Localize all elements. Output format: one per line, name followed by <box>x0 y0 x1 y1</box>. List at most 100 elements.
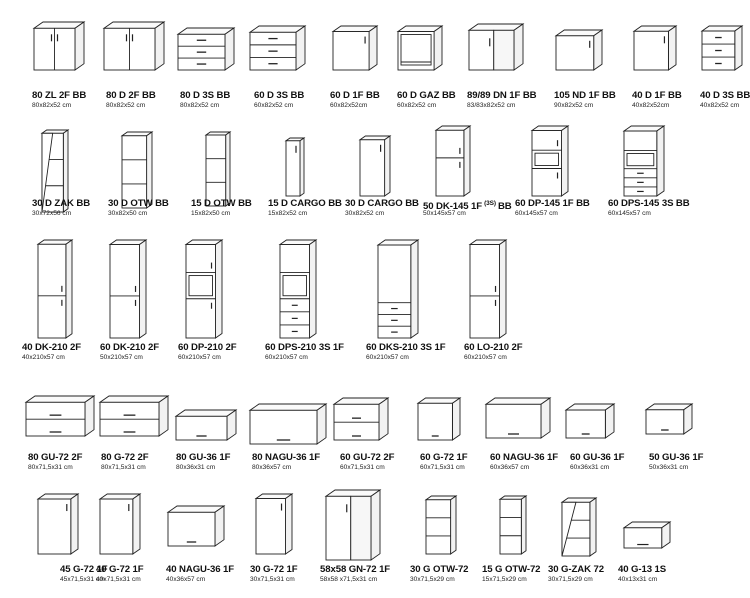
dimensions-label: 80x36x57 cm <box>252 464 292 471</box>
cabinet-drawing-15-g-otw-72 <box>498 495 528 555</box>
model-name: 60 DKS-210 3S 1F <box>366 342 446 353</box>
model-name: 40 G-72 1F <box>96 564 144 575</box>
cabinet-drawing-80-d-2f-bb <box>102 21 166 71</box>
dimensions-label: 30x82x50 cm <box>108 210 148 217</box>
model-label: 60 D GAZ BB <box>397 90 456 101</box>
model-name: 60 D 3S BB <box>254 90 305 101</box>
model-label: 40 G-13 1S <box>618 564 666 575</box>
dimensions-label: 60x210x57 cm <box>178 354 221 361</box>
cabinet-drawing-60-dps-145-3s-bb <box>622 125 666 197</box>
model-label: 30 D ZAK BB <box>32 198 90 209</box>
model-label: 80 GU-36 1F <box>176 452 230 463</box>
model-label: 60 DPS-210 3S 1F <box>265 342 344 353</box>
dimensions-label: 58x58 x71,5x31 cm <box>320 576 378 583</box>
dimensions-label: 80x36x31 cm <box>176 464 216 471</box>
cabinet-drawing-40-g-13-1s <box>622 521 672 549</box>
dimensions-label: 60x82x52 cm <box>254 102 294 109</box>
cabinet-drawing-40-d-3s-bb <box>700 25 744 71</box>
dimensions-label: 60x145x57 cm <box>515 210 558 217</box>
model-label: 40 G-72 1F <box>96 564 144 575</box>
cabinet-drawing-105-nd-1f-bb <box>554 29 604 71</box>
dimensions-label: 60x145x57 cm <box>608 210 651 217</box>
model-name: 60 LO-210 2F <box>464 342 523 353</box>
model-name: 30 G-ZAK 72 <box>548 564 604 575</box>
model-label: 60 LO-210 2F <box>464 342 523 353</box>
dimensions-label: 30x71,5x31 cm <box>250 576 295 583</box>
cabinet-drawing-60-nagu-36-1f <box>484 397 552 439</box>
cabinet-drawing-30-g-otw-72 <box>424 495 458 555</box>
cabinet-drawing-50-dk-145-1f <box>434 125 472 197</box>
model-name: 15 D OTW BB <box>191 198 252 209</box>
model-name: 30 D ZAK BB <box>32 198 91 209</box>
dimensions-label: 60x210x57 cm <box>265 354 308 361</box>
model-name: 89/89 DN 1F BB <box>467 90 537 101</box>
cabinet-drawing-89-89-dn-1f-bb <box>467 23 525 71</box>
model-label: 50 DK-145 1F(3S)BB <box>423 198 512 212</box>
model-name: 30 D OTW BB <box>108 198 169 209</box>
cabinet-drawing-58x58-gn-72-1f <box>324 489 382 561</box>
model-label: 15 D OTW BB <box>191 198 252 209</box>
dimensions-label: 80x82x52 cm <box>32 102 72 109</box>
dimensions-label: 60x82x52 cm <box>397 102 437 109</box>
model-label: 60 GU-72 2F <box>340 452 394 463</box>
cabinet-drawing-40-dk-210-2f <box>36 239 74 339</box>
dimensions-label: 60x71,5x31 cm <box>420 464 465 471</box>
model-name: 80 GU-72 2F <box>28 452 83 463</box>
model-name: 80 G-72 2F <box>101 452 149 463</box>
model-label: 80 D 3S BB <box>180 90 230 101</box>
model-label: 30 G OTW-72 <box>410 564 469 575</box>
model-name: 30 D CARGO BB <box>345 198 419 209</box>
model-label: 80 GU-72 2F <box>28 452 82 463</box>
model-name: 60 DPS-210 3S 1F <box>265 342 344 353</box>
model-name: 50 DK-145 1F <box>423 201 483 213</box>
model-name: 60 D 1F BB <box>330 90 380 101</box>
dimensions-label: 50x145x57 cm <box>423 210 466 217</box>
model-name: 50 GU-36 1F <box>649 452 704 463</box>
cabinet-drawing-60-dk-210-2f <box>108 239 148 339</box>
model-variant: (3S) <box>484 200 496 207</box>
model-name: 60 GU-36 1F <box>570 452 625 463</box>
dimensions-label: 15x82x50 cm <box>191 210 231 217</box>
model-name: 30 G OTW-72 <box>410 564 469 575</box>
model-label: 40 D 1F BB <box>632 90 682 101</box>
model-name: 15 D CARGO BB <box>268 198 342 209</box>
cabinet-drawing-80-d-3s-bb <box>176 27 236 71</box>
model-label: 15 D CARGO BB <box>268 198 342 209</box>
dimensions-label: 60x36x31 cm <box>570 464 610 471</box>
model-label: 60 D 3S BB <box>254 90 304 101</box>
cabinet-drawing-60-dps-210-3s-1f <box>278 239 318 339</box>
cabinet-drawing-15-d-otw-bb <box>204 131 232 207</box>
dimensions-label: 80x82x52 cm <box>180 102 220 109</box>
dimensions-label: 60x71,5x31 cm <box>340 464 385 471</box>
dimensions-label: 15x71,5x29 cm <box>482 576 527 583</box>
model-name: 80 D 2F BB <box>106 90 156 101</box>
model-label: 80 ZL 2F BB <box>32 90 86 101</box>
model-label: 60 DKS-210 3S 1F <box>366 342 446 353</box>
model-name: 60 G-72 1F <box>420 452 468 463</box>
model-label: 40 DK-210 2F <box>22 342 81 353</box>
dimensions-label: 50x210x57 cm <box>100 354 143 361</box>
dimensions-label: 80x71,5x31 cm <box>28 464 73 471</box>
dimensions-label: 45x71,5x31 cm <box>60 576 105 583</box>
dimensions-label: 40x82x52 cm <box>700 102 740 109</box>
cabinet-drawing-40-d-1f-bb <box>632 25 678 71</box>
dimensions-label: 30x72x56 cm <box>32 210 72 217</box>
cabinet-drawing-60-gu-36-1f <box>564 403 616 439</box>
model-label: 30 G-ZAK 72 <box>548 564 604 575</box>
model-label: 60 DP-145 1F BB <box>515 198 590 209</box>
cabinet-drawing-30-d-cargo-bb <box>358 135 392 197</box>
model-name: 60 D GAZ BB <box>397 90 456 101</box>
model-label: 50 GU-36 1F <box>649 452 703 463</box>
model-label: 30 D CARGO BB <box>345 198 419 209</box>
cabinet-drawing-60-d-gaz-bb <box>396 25 444 71</box>
model-name: 58x58 GN-72 1F <box>320 564 391 575</box>
dimensions-label: 83/83x82x52 cm <box>467 102 516 109</box>
cabinet-drawing-80-gu-72-2f <box>24 395 96 437</box>
dimensions-label: 40x13x31 cm <box>618 576 658 583</box>
cabinet-drawing-60-lo-210-2f <box>468 239 508 339</box>
model-label: 15 G OTW-72 <box>482 564 541 575</box>
cabinet-drawing-45-g-72-1f <box>36 493 80 555</box>
cabinet-drawing-60-gu-72-2f <box>332 397 390 441</box>
model-suffix: BB <box>497 201 512 213</box>
